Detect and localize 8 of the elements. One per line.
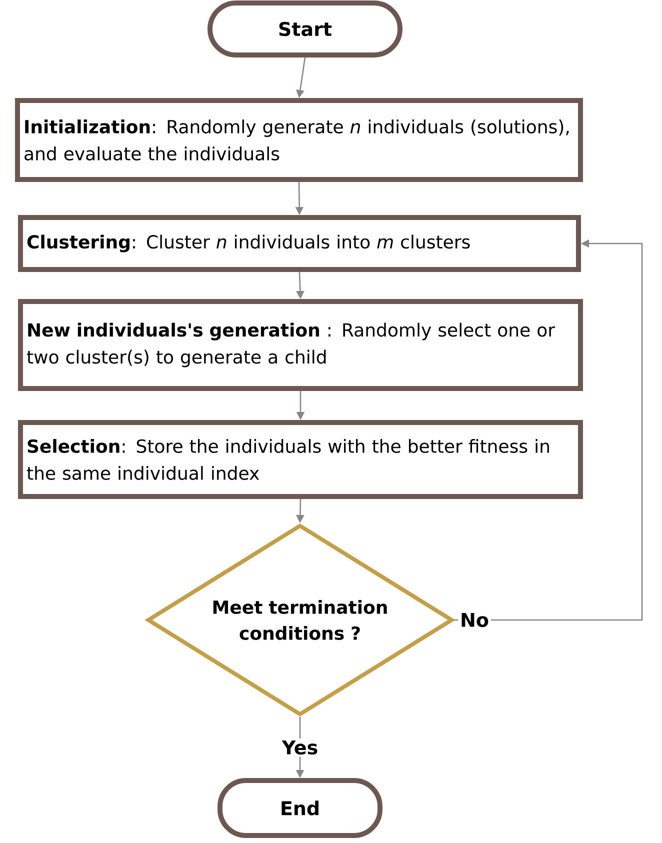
edge-label: Yes — [280, 738, 320, 757]
process-box: Initialization: Randomly generate n individuals (solutions), and evaluate the individuals — [15, 98, 583, 182]
edge-label: No — [458, 610, 491, 630]
process-box: New individuals's generation : Randomly select one or two cluster(s) to generate a child — [18, 299, 583, 391]
terminal-box: End — [218, 778, 382, 838]
process-box: Clustering: Cluster n individuals into m clusters — [18, 215, 581, 272]
terminal-box: Start — [208, 0, 402, 58]
process-box: Selection: Store the individuals with the better fitness in the same individual index — [18, 420, 583, 499]
